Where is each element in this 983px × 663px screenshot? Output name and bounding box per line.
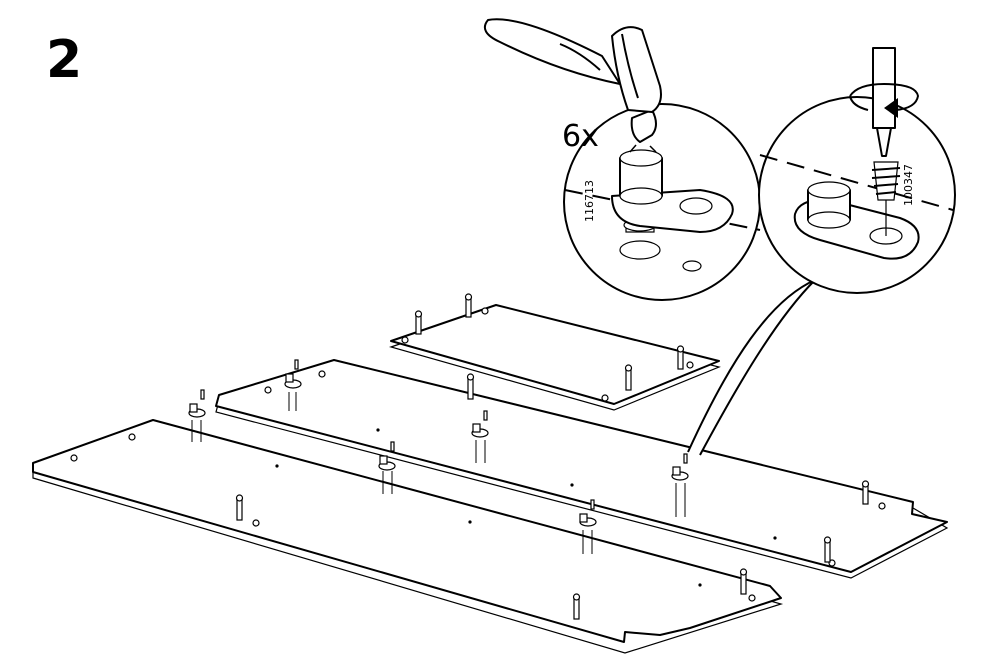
part-number-connector: 116713 (583, 180, 596, 222)
pin (624, 364, 633, 391)
pin (572, 593, 581, 620)
connector (284, 359, 302, 411)
screwdriver-shaft (872, 47, 896, 129)
board-middle (215, 359, 949, 579)
screw (873, 161, 899, 201)
board-middle-top (215, 359, 948, 573)
board-back-top (390, 304, 720, 405)
connector (579, 499, 597, 554)
detail-circle-screwdriver (758, 47, 956, 294)
hammer-head (630, 109, 657, 143)
pin (414, 310, 423, 335)
pin (676, 345, 685, 370)
board-front (32, 419, 784, 654)
connector (378, 441, 396, 494)
pin (466, 373, 475, 400)
pin (464, 293, 473, 318)
rotation-arrow (849, 82, 920, 111)
pin (861, 480, 870, 505)
detail-circle-screwdriver-frame (758, 96, 956, 294)
connector (188, 389, 206, 442)
board-edge-line-b (759, 154, 954, 211)
connector (471, 410, 489, 463)
detail-circle-hammer (484, 18, 761, 301)
pin (235, 494, 244, 521)
pin (739, 568, 748, 595)
dowel-pins (235, 293, 870, 620)
pin (823, 536, 832, 563)
step-number: 2 (46, 30, 83, 90)
connector (671, 453, 689, 517)
quantity-label: 6x (562, 119, 599, 154)
hammer-handle (484, 18, 621, 85)
board-back (388, 304, 721, 411)
board-front-top (32, 419, 782, 643)
shelf-connectors (188, 359, 689, 554)
part-number-screw: 100347 (902, 164, 915, 206)
